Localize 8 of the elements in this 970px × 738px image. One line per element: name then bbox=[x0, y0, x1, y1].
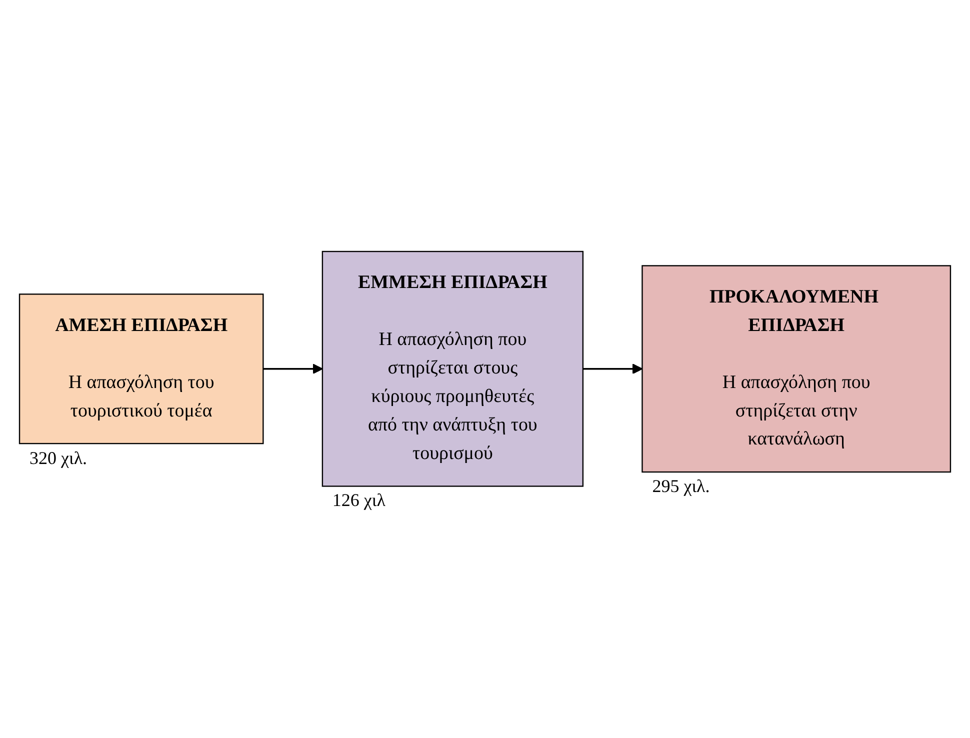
node-box: ΑΜΕΣΗ ΕΠΙΔΡΑΣΗ Η απασχόληση του τουριστικού τομέα bbox=[18, 294, 264, 444]
employment-figure: 320 χιλ. bbox=[30, 448, 88, 469]
arrow bbox=[263, 364, 323, 374]
employment-figure: 295 χιλ. bbox=[652, 476, 710, 498]
employment-figure: 126 χιλ bbox=[332, 490, 386, 512]
node-box: ΠΡΟΚΑΛΟΥΜΕΝΗ ΕΠΙΔΡΑΣΗ Η απασχόληση που στηρίζεται στην κατανάλωση bbox=[642, 265, 952, 473]
arrow bbox=[582, 364, 643, 374]
node-box: ΕΜΜΕΣΗ ΕΠΙΔΡΑΣΗ Η απασχόληση που στηρίζεται στους κύριους προμηθευτές από την ανάπτυξη του τουρισμού bbox=[322, 251, 584, 487]
